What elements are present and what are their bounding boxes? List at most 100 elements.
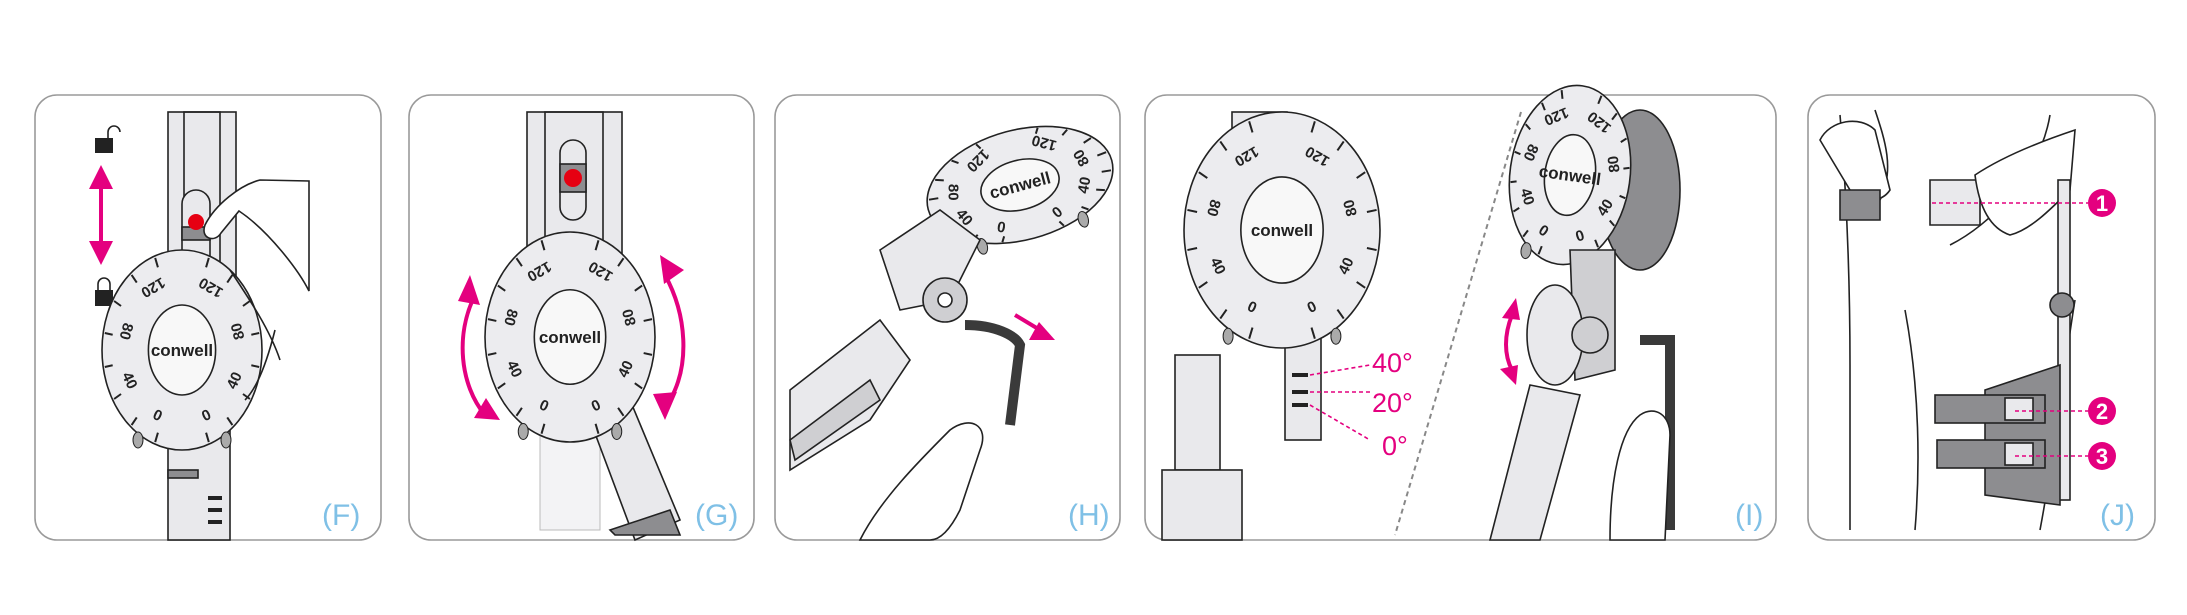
dial-tick: [594, 423, 600, 434]
dial-tick: [928, 197, 939, 201]
dial-tick: [617, 257, 625, 267]
dial-stop-pin: [1222, 327, 1234, 345]
dial-number: 40: [1075, 176, 1095, 195]
hand-right: [1974, 128, 2076, 236]
rotate-arrow-left-icon: [458, 275, 500, 420]
dial-tick: [1101, 169, 1112, 173]
dial-tick: [515, 257, 523, 267]
callout-2: 2: [2088, 397, 2116, 425]
dial-stop-pin: [611, 423, 623, 440]
dial-stop-pin: [517, 423, 529, 440]
dial-tick: [251, 364, 260, 368]
lock-button: [188, 214, 204, 230]
dial-tick: [251, 332, 260, 336]
dial-tick: [594, 240, 600, 251]
buckle-upper: [2004, 397, 2034, 421]
dial-tick: [154, 432, 159, 443]
dial-tick: [1096, 188, 1105, 192]
dial-tick: [975, 143, 982, 150]
direction-arrow-icon: [1013, 313, 1055, 340]
dial-tick: [1001, 236, 1006, 243]
brace-upright: [2057, 179, 2071, 501]
dial-tick: [1248, 121, 1254, 133]
dial-tick: [1537, 245, 1543, 255]
dial-number: 40: [1335, 255, 1357, 277]
dial-tick: [130, 416, 138, 426]
dial-stop-pin: [132, 431, 144, 449]
brace-hinge: [2049, 292, 2075, 318]
dial-number: 40: [223, 369, 245, 391]
dial-tick: [1522, 229, 1529, 238]
dial-number: 40: [1594, 196, 1617, 219]
up-down-arrow-icon: [89, 165, 113, 265]
dial-tick: [1512, 207, 1520, 213]
dial-stop-pin: [220, 431, 232, 449]
dial-tick: [1336, 308, 1345, 320]
panel-label-i: (I): [1735, 499, 1763, 532]
dial-tick: [1034, 127, 1039, 134]
thigh-cuff: [1984, 363, 2061, 506]
dial-tick: [1594, 239, 1599, 248]
dial-tick: [1366, 247, 1377, 252]
dial-tick: [226, 274, 234, 284]
dial-tick: [1356, 281, 1366, 289]
dial-number: 40: [118, 369, 140, 391]
panel-label-g: (G): [695, 499, 738, 532]
dial-tick: [1336, 140, 1345, 152]
svg-text:2: 2: [2096, 399, 2108, 424]
dial-number: 80: [228, 321, 249, 342]
buckle-lower: [2004, 442, 2034, 466]
dial-tick: [1187, 208, 1198, 213]
dial-tick: [1524, 123, 1531, 131]
dial-tick: [130, 274, 138, 284]
dial-number: 80: [116, 321, 137, 342]
hand-finger: [203, 179, 310, 292]
dial-tick: [205, 257, 210, 268]
dial-stop-pin: [1077, 210, 1090, 228]
dial-tick: [1198, 171, 1208, 179]
dial-tick: [1514, 150, 1521, 156]
dial-tick: [1083, 137, 1092, 144]
panel-label-h: (H): [1068, 499, 1110, 532]
hinge-screw: [1571, 316, 1609, 354]
dial-tick: [1219, 140, 1228, 152]
dial-number: 0: [996, 219, 1007, 237]
dial-tick: [1310, 121, 1316, 133]
dial-tick: [487, 352, 497, 356]
rotate-arrow-icon: [1500, 298, 1520, 385]
callout-3: 3: [2088, 442, 2116, 470]
dial-tick: [113, 393, 122, 400]
dial-tick: [1620, 137, 1628, 143]
unlock-icon: [95, 125, 121, 153]
dial-tick: [951, 159, 959, 165]
dial-number: 40: [1516, 186, 1537, 207]
dial-center: [147, 304, 217, 396]
lower-bar: [1174, 354, 1221, 471]
dial-tick: [497, 284, 506, 292]
dial-tick: [226, 416, 234, 426]
dial-tick: [1541, 102, 1546, 111]
dial-tick: [1096, 151, 1107, 157]
dial-number: 80: [1070, 146, 1093, 169]
dial-tick: [634, 284, 643, 292]
dial-number: 80: [1519, 141, 1541, 163]
dial-tick: [1061, 128, 1068, 136]
dial-tick: [617, 407, 625, 417]
divider-line: [1394, 111, 1522, 536]
dial-tick: [1058, 220, 1065, 227]
dial-number: 40: [615, 358, 637, 380]
dial-tick: [487, 318, 497, 322]
conwell-logo: conwell: [151, 341, 213, 360]
dial-number: 80: [1340, 198, 1361, 219]
dial-tick: [1219, 308, 1228, 320]
hex-key: [1640, 335, 1675, 530]
svg-text:1: 1: [2096, 191, 2108, 216]
dial-stop-pin: [1330, 327, 1342, 345]
